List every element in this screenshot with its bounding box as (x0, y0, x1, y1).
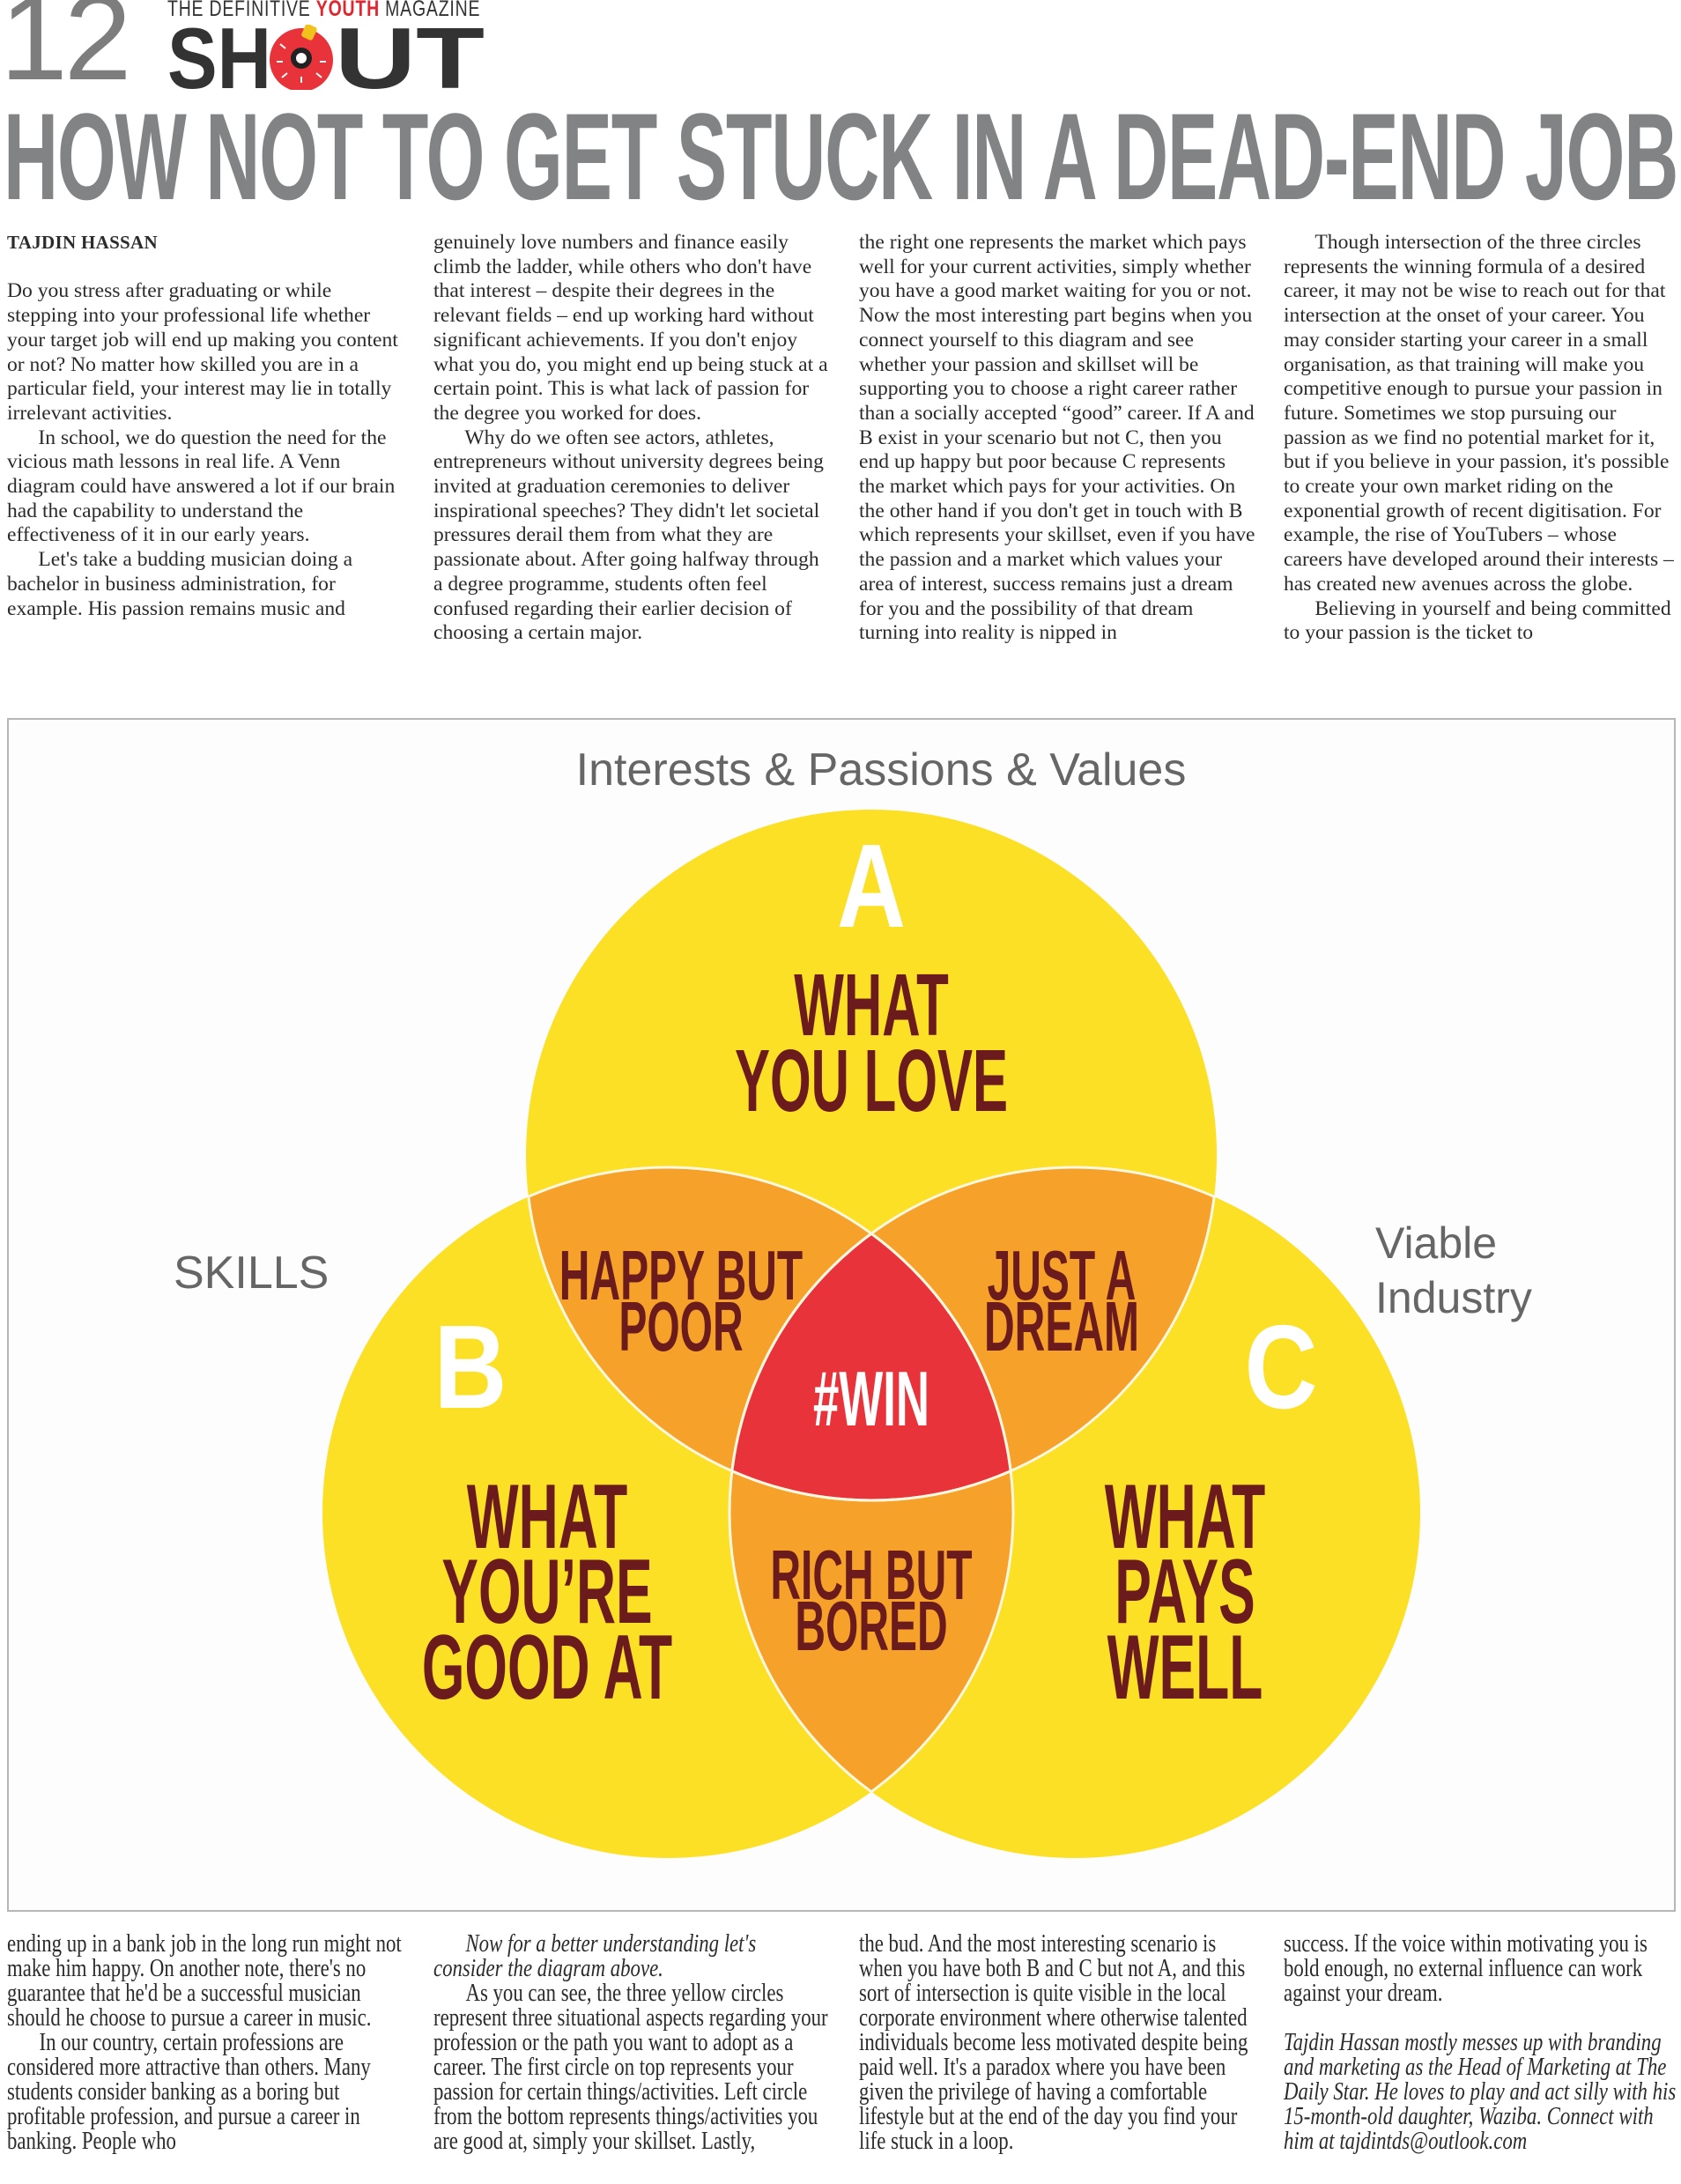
tagline-pre: THE DEFINITIVE (167, 0, 316, 21)
circle-a-line1: WHAT (794, 956, 948, 1055)
author-bio: Tajdin Hassan mostly messes up with bran… (1284, 2029, 1677, 2155)
italic-intro: Now for a better understanding let's con… (433, 1930, 757, 1982)
venn-diagram: Interests & Passions & Values SKILLS Via… (174, 744, 1532, 1858)
circle-c-line1: WHAT (1105, 1466, 1265, 1568)
page-number: 12 (0, 0, 131, 106)
label-skills: SKILLS (174, 1247, 329, 1299)
region-ab-line2: POOR (618, 1286, 743, 1366)
paragraph: As you can see, the three yellow circles… (433, 1980, 828, 2155)
magazine-tagline: THE DEFINITIVE YOUTH MAGAZINE (167, 0, 480, 20)
paragraph: Do you stress after graduating or while … (7, 279, 398, 425)
circle-c-letter: C (1245, 1300, 1318, 1433)
region-bc-line2: BORED (795, 1586, 947, 1665)
tagline-accent: YOUTH (315, 0, 380, 21)
headline: HOW NOT TO GET STUCK IN A DEAD-END JOB (4, 87, 1678, 226)
lightbulb-icon (270, 25, 333, 90)
paragraph: the right one represents the market whic… (859, 231, 1255, 645)
circle-c-line2: PAYS (1114, 1541, 1255, 1643)
article-column-2: genuinely love numbers and finance easil… (433, 231, 830, 646)
logo-text-right: UT (335, 25, 485, 90)
circle-b-line2: YOU’RE (441, 1541, 652, 1643)
article-column-3: the right one represents the market whic… (859, 231, 1255, 646)
region-ac-line1: JUST A (988, 1235, 1137, 1314)
circle-outlines (524, 1166, 1218, 1858)
article-column-4: Though intersection of the three circles… (1284, 231, 1680, 646)
article-column-5: ending up in a bank job in the long run … (7, 1930, 402, 2155)
paragraph: Though intersection of the three circles… (1284, 231, 1674, 596)
region-ac-line2: DREAM (984, 1286, 1139, 1366)
diagram-title: Interests & Passions & Values (576, 744, 1187, 796)
circle-a-line2: YOU LOVE (735, 1032, 1008, 1130)
circle-b-line3: GOOD AT (422, 1617, 672, 1719)
logo-text-left: SH (167, 25, 271, 90)
paragraph: genuinely love numbers and finance easil… (433, 231, 828, 425)
paragraph: success. If the voice within motivating … (1284, 1930, 1648, 2007)
shout-logo: SH UT (167, 25, 485, 90)
circle-b-line1: WHAT (467, 1466, 627, 1568)
venn-diagram-panel: Interests & Passions & Values SKILLS Via… (7, 718, 1676, 1912)
article-column-1: TAJDIN HASSAN Do you stress after gradua… (7, 231, 404, 621)
paragraph: the bud. And the most interesting scenar… (859, 1930, 1248, 2155)
paragraph: ending up in a bank job in the long run … (7, 1930, 402, 2032)
region-abc (729, 1167, 1013, 1500)
tagline-post: MAGAZINE (379, 0, 481, 21)
region-abc-label: #WIN (813, 1356, 929, 1442)
paragraph: In school, we do question the need for t… (7, 426, 396, 547)
circle-b-letter: B (434, 1300, 507, 1433)
article-column-6: Now for a better understanding let's con… (433, 1930, 828, 2155)
circle-a-letter: A (837, 818, 906, 951)
paragraph: Why do we often see actors, athletes, en… (433, 426, 824, 645)
article-column-8: success. If the voice within motivating … (1284, 1930, 1678, 2155)
paragraph: In our country, certain professions are … (7, 2029, 371, 2155)
article-column-7: the bud. And the most interesting scenar… (859, 1930, 1254, 2155)
label-industry: Industry (1375, 1273, 1532, 1322)
paragraph: Believing in yourself and being committe… (1284, 596, 1671, 645)
region-ab-line1: HAPPY BUT (559, 1235, 803, 1314)
region-bc-line1: RICH BUT (770, 1535, 972, 1614)
circle-c-line3: WELL (1107, 1617, 1263, 1719)
paragraph: Let's take a budding musician doing a ba… (7, 548, 353, 620)
label-viable: Viable (1375, 1218, 1497, 1268)
byline: TAJDIN HASSAN (7, 232, 158, 253)
